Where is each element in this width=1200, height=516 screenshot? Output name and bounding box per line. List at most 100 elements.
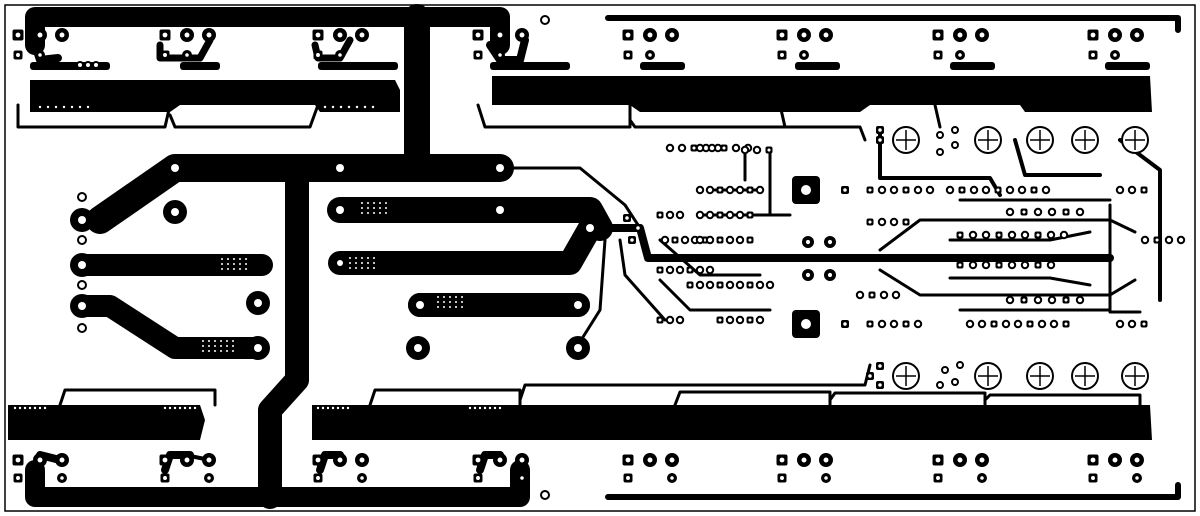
hatch-dot xyxy=(367,262,369,264)
pad-hole xyxy=(935,32,941,38)
pad-hole xyxy=(1091,476,1095,480)
pad-hole xyxy=(957,457,963,463)
hatch-dot xyxy=(385,207,387,209)
pour-dot xyxy=(190,105,194,109)
pour-dot xyxy=(163,406,167,410)
pad-hole xyxy=(185,53,189,57)
capacitor-cross xyxy=(978,130,998,150)
pad-hole xyxy=(823,457,829,463)
via-ring xyxy=(752,145,762,155)
via-ring xyxy=(936,381,944,389)
via-ring xyxy=(951,141,959,149)
pad-hole xyxy=(718,238,722,242)
via-ring xyxy=(540,15,550,25)
hatch-dot xyxy=(232,345,234,347)
via-ring xyxy=(1115,185,1125,195)
pad-hole xyxy=(171,164,179,172)
via-ring xyxy=(889,185,899,195)
via-ring xyxy=(1007,260,1017,270)
hatch-dot xyxy=(385,212,387,214)
via-ring xyxy=(891,290,901,300)
hatch-dot xyxy=(245,263,247,265)
via-ring xyxy=(695,235,705,245)
pour-dot xyxy=(498,406,502,410)
via-ring xyxy=(705,280,715,290)
pad-hole xyxy=(78,216,86,224)
via-ring xyxy=(731,143,741,153)
via-ring xyxy=(765,280,775,290)
pad-hole xyxy=(823,32,829,38)
pad-hole xyxy=(78,302,86,310)
pad-hole xyxy=(801,457,807,463)
via-ring xyxy=(675,265,685,275)
copper-pours xyxy=(8,62,1152,440)
pour-dot xyxy=(516,105,520,109)
hatch-dot xyxy=(355,262,357,264)
pad-hole xyxy=(1155,238,1159,242)
pad-hole xyxy=(171,208,179,216)
pad-hole xyxy=(336,164,344,172)
pour-dot xyxy=(225,105,229,109)
pad-hole xyxy=(878,138,882,142)
pad-hole xyxy=(337,32,343,38)
hatch-dot xyxy=(437,306,439,308)
hatch-dot xyxy=(208,340,210,342)
pour-dot xyxy=(493,406,497,410)
via-ring xyxy=(981,230,991,240)
pour-dot xyxy=(183,105,187,109)
via-ring xyxy=(755,315,765,325)
via-ring xyxy=(680,235,690,245)
pad-hole xyxy=(805,239,811,245)
pad-hole xyxy=(673,238,677,242)
pad-hole xyxy=(37,457,43,463)
via-ring xyxy=(936,148,944,156)
via-ring xyxy=(1020,230,1030,240)
pad-hole xyxy=(316,476,320,480)
hatch-dot xyxy=(208,345,210,347)
pad-hole xyxy=(868,322,872,326)
pour-dot xyxy=(218,105,222,109)
hatch-dot xyxy=(233,268,235,270)
pad-hole xyxy=(78,261,86,269)
hatch-dot xyxy=(239,268,241,270)
via-ring xyxy=(1020,260,1030,270)
hatch-dot xyxy=(461,296,463,298)
pad-hole xyxy=(1112,32,1118,38)
hatch-dot xyxy=(373,202,375,204)
via-ring xyxy=(855,290,865,300)
pad-hole xyxy=(1064,322,1068,326)
via-ring xyxy=(675,315,685,325)
hatch-dot xyxy=(227,258,229,260)
via-ring xyxy=(1005,295,1015,305)
hatch-dot xyxy=(221,268,223,270)
via-ring xyxy=(925,185,935,195)
pour-dot xyxy=(341,406,345,410)
pad-hole xyxy=(980,476,984,480)
pad-hole xyxy=(1064,298,1068,302)
pour-dot xyxy=(530,105,534,109)
top-strip-2 xyxy=(180,62,220,70)
hatch-dot xyxy=(449,301,451,303)
hatch-dot xyxy=(355,257,357,259)
pad-hole xyxy=(476,53,480,57)
pour-dot xyxy=(339,105,343,109)
pad-hole xyxy=(935,457,941,463)
hatch-dot xyxy=(227,268,229,270)
pour-bottom-right xyxy=(312,405,1152,440)
via-ring xyxy=(1007,230,1017,240)
hatch-dot xyxy=(361,207,363,209)
pad-hole xyxy=(1028,322,1032,326)
capacitor-cross xyxy=(1125,366,1145,386)
pour-dot xyxy=(38,406,42,410)
pad-hole xyxy=(779,457,785,463)
pad-hole xyxy=(636,226,640,230)
via-ring xyxy=(877,319,887,329)
pour-dot xyxy=(316,406,320,410)
pad-hole xyxy=(904,220,908,224)
via-ring xyxy=(695,280,705,290)
pour-dot xyxy=(523,105,527,109)
via-ring xyxy=(1033,295,1043,305)
pour-dot xyxy=(168,406,172,410)
via-ring xyxy=(1059,230,1069,240)
pad-hole xyxy=(997,263,1001,267)
